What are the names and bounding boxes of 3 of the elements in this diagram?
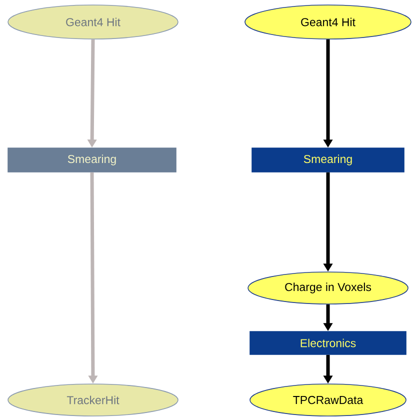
process-box: Smearing xyxy=(252,148,404,172)
process-box: Electronics xyxy=(250,331,406,355)
process-box: Smearing xyxy=(8,148,176,172)
